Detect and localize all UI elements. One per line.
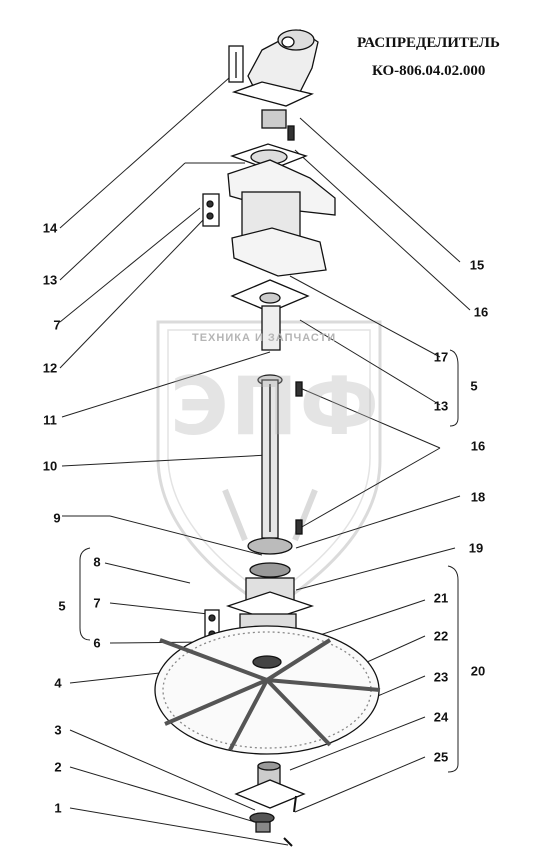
- assembly-parts: [154, 29, 381, 847]
- diagram-part-number: КО-806.04.02.000: [372, 63, 486, 79]
- callout-3: 3: [54, 722, 62, 738]
- callout-15: 15: [469, 257, 485, 273]
- callout-7: 7: [93, 595, 101, 611]
- callout-16: 16: [470, 438, 486, 454]
- callout-23: 23: [433, 669, 449, 685]
- part-bolt-25: [293, 795, 297, 813]
- part-pin-16b: [295, 381, 303, 397]
- part-spout-15: [231, 29, 319, 129]
- callout-18: 18: [470, 489, 486, 505]
- callout-2: 2: [54, 759, 62, 775]
- diagram-title: РАСПРЕДЕЛИТЕЛЬ: [357, 35, 500, 51]
- callout-25: 25: [433, 749, 449, 765]
- callout-13: 13: [42, 272, 58, 288]
- part-lower-hub-24: [234, 761, 306, 809]
- callout-14: 14: [42, 220, 58, 236]
- callout-21: 21: [433, 590, 449, 606]
- callout-7: 7: [53, 317, 61, 333]
- callout-4: 4: [54, 675, 62, 691]
- part-pin-16c: [295, 519, 303, 535]
- callout-11: 11: [43, 412, 57, 428]
- part-sleeve-13: [261, 305, 281, 351]
- callout-20: 20: [470, 663, 486, 679]
- part-pin-16: [287, 125, 295, 141]
- callout-22: 22: [433, 628, 449, 644]
- part-bearing-18: [247, 537, 293, 555]
- part-shaft-10: [257, 374, 283, 539]
- callout-8: 8: [93, 554, 101, 570]
- callout-12: 12: [42, 360, 58, 376]
- callout-10: 10: [42, 458, 58, 474]
- callout-13: 13: [433, 398, 449, 414]
- leader-lines: [59, 69, 471, 846]
- watermark-caption: ТЕХНИКА И ЗАПЧАСТИ: [192, 332, 337, 344]
- part-housing: [227, 159, 336, 277]
- part-cotter-1: [283, 837, 293, 847]
- part-washer-2: [255, 821, 271, 833]
- callout-9: 9: [53, 510, 61, 526]
- callout-5: 5: [470, 378, 478, 394]
- callout-5: 5: [58, 598, 66, 614]
- part-bracket-12: [202, 193, 220, 227]
- callout-24: 24: [433, 709, 449, 725]
- callout-19: 19: [468, 540, 484, 556]
- callout-1: 1: [54, 800, 62, 816]
- part-disc-20: [154, 625, 381, 755]
- part-bolt-14: [228, 45, 244, 83]
- watermark-logo: ЭПФ: [170, 360, 381, 453]
- callout-16: 16: [473, 304, 489, 320]
- callout-6: 6: [93, 635, 101, 651]
- callout-17: 17: [433, 349, 449, 365]
